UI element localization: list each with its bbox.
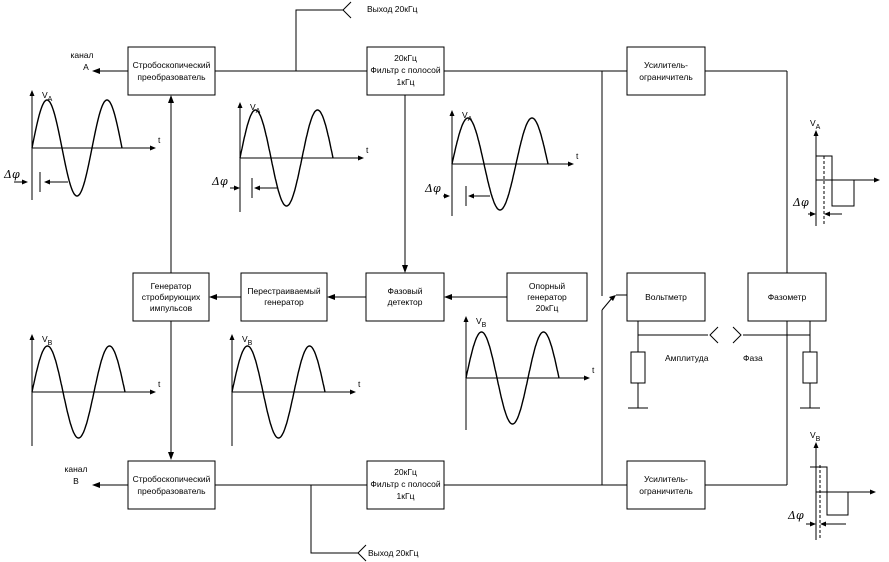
axis-label-v: VA: [810, 118, 821, 131]
axis-label-t: t: [158, 379, 161, 389]
plot-va-1: VA tΔφ: [3, 90, 161, 200]
axis-label-t: t: [358, 379, 361, 389]
phase-label: Фаза: [743, 353, 763, 363]
output-top-label: Выход 20кГц: [367, 4, 418, 14]
waveform-curve: [451, 117, 549, 211]
axis-label-v: VB: [810, 430, 821, 443]
delta-phi-label: Δφ: [3, 168, 20, 181]
block-amplifier-a: Усилитель-ограничитель: [626, 46, 706, 96]
plot-vb-3: VB t: [463, 316, 595, 430]
waveform-curve: [31, 99, 123, 197]
axis-label-v: VA: [42, 90, 53, 103]
axis-label-v: VB: [476, 316, 487, 329]
block-amplifier-b: Усилитель-ограничитель: [626, 460, 706, 510]
waveform-curve: [465, 331, 560, 425]
square-waveform: [816, 155, 876, 207]
axis-label-t: t: [576, 151, 579, 161]
axis-label-v: VB: [242, 334, 253, 347]
square-waveform: [810, 466, 872, 516]
axis-label-t: t: [592, 365, 595, 375]
svg-text:Вольтметр: Вольтметр: [645, 292, 687, 302]
svg-text:Усилитель-ограничитель: Усилитель-ограничитель: [639, 474, 693, 496]
block-phasemeter: Фазометр: [747, 272, 827, 322]
connection-lines: [92, 1, 820, 562]
delta-phi-label: Δφ: [211, 175, 228, 188]
delta-phi-label: Δφ: [792, 196, 809, 209]
delta-phi-label: Δφ: [787, 509, 804, 522]
waveform-curve: [31, 345, 126, 439]
amplitude-label: Амплитуда: [665, 353, 709, 363]
output-bottom-label: Выход 20кГц: [368, 548, 419, 558]
delta-phi-label: Δφ: [424, 182, 441, 195]
svg-text:Фазометр: Фазометр: [768, 292, 807, 302]
svg-text:Усилитель-ограничитель: Усилитель-ограничитель: [639, 60, 693, 82]
plot-va-square: VA Δφ: [792, 118, 880, 226]
plot-vb-2: VB t: [229, 334, 361, 446]
waveform-curve: [231, 345, 326, 439]
plot-vb-1: VB t: [29, 334, 161, 446]
block-voltmeter: Вольтметр: [626, 272, 706, 322]
waveform-curve: [239, 109, 334, 207]
axis-label-v: VB: [42, 334, 53, 347]
plot-vb-square: VB Δφ: [787, 430, 876, 540]
axis-label-t: t: [366, 145, 369, 155]
axis-label-t: t: [158, 135, 161, 145]
